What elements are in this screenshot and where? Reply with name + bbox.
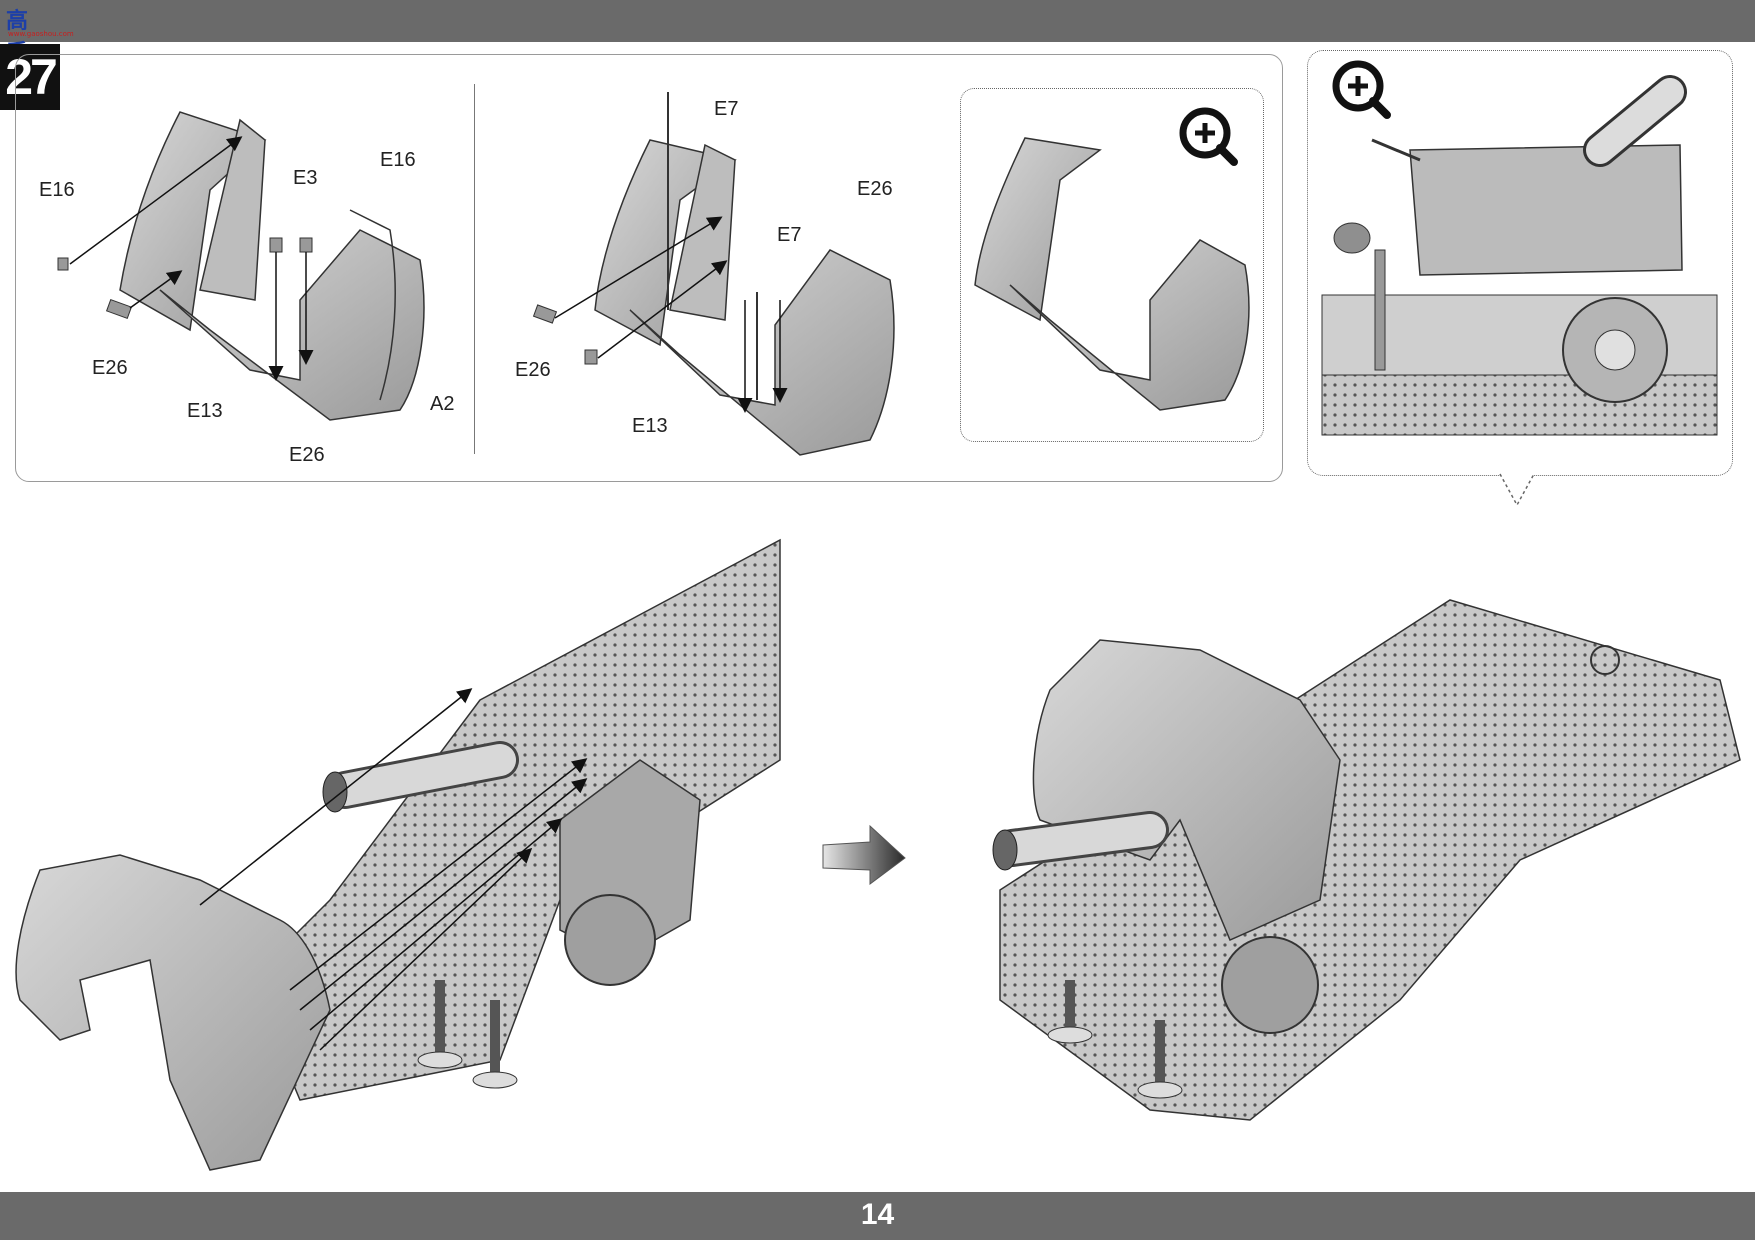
assembly-completed <box>992 599 1741 1121</box>
arrow-right-icon <box>822 824 906 885</box>
parts-panel <box>15 54 1283 482</box>
callout-e26: E26 <box>515 359 551 381</box>
assembled-detail-box <box>960 88 1264 442</box>
callout-e16: E16 <box>39 179 75 201</box>
assembly-exploded <box>15 538 781 1171</box>
zoom-plus-icon <box>1179 107 1238 166</box>
shield-parts-middle <box>532 92 895 456</box>
callout-e13: E13 <box>187 400 223 422</box>
zoom-plus-icon <box>1332 60 1391 119</box>
panel-divider <box>474 84 475 454</box>
step-number: 27 <box>0 44 60 110</box>
logo-url: www.gaoshou.com <box>8 30 74 38</box>
page-number: 14 <box>860 1198 895 1231</box>
callout-e26: E26 <box>92 357 128 379</box>
callout-e7: E7 <box>714 98 739 120</box>
shield-parts-left <box>57 111 425 421</box>
bottom-bar <box>0 1192 1755 1240</box>
gun-reference-image <box>1321 75 1718 436</box>
callout-e16: E16 <box>380 149 416 171</box>
callout-e13: E13 <box>632 415 668 437</box>
shield-assembled-detail <box>974 137 1250 411</box>
callout-a2: A2 <box>430 393 455 415</box>
top-bar <box>0 0 1755 42</box>
callout-e7: E7 <box>777 224 802 246</box>
callout-e3: E3 <box>293 167 318 189</box>
callout-e26: E26 <box>289 444 325 466</box>
callout-e26: E26 <box>857 178 893 200</box>
